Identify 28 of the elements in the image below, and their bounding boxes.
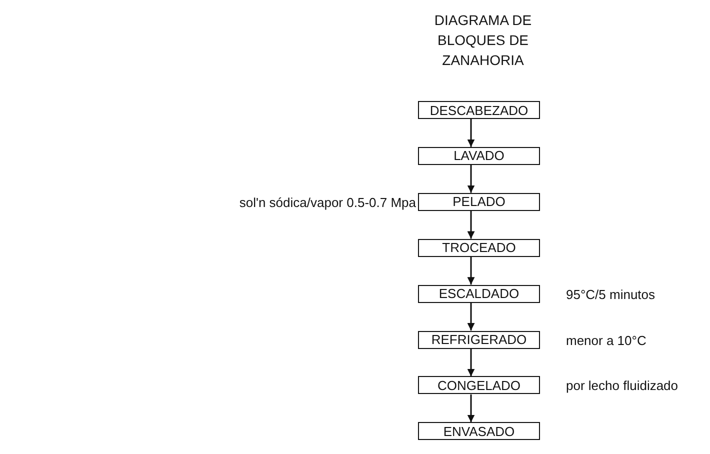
step-label: DESCABEZADO (430, 104, 528, 116)
step-label: REFRIGERADO (431, 333, 527, 346)
step-note: por lecho fluidizado (566, 379, 678, 392)
arrow (467, 348, 475, 376)
process-box (418, 284, 540, 303)
arrow (467, 302, 475, 330)
step-label: PELADO (452, 195, 506, 208)
process-box (418, 238, 540, 257)
arrow (467, 394, 475, 422)
step-label: LAVADO (454, 149, 504, 162)
arrow (467, 256, 475, 285)
step-note: 95°C/5 minutos (566, 288, 656, 301)
step-label: TROCEADO (442, 241, 516, 254)
process-box (418, 330, 540, 348)
arrow (467, 119, 475, 147)
arrow (467, 210, 475, 239)
process-box (418, 192, 540, 211)
process-box (418, 376, 540, 394)
process-box (418, 422, 540, 440)
step-label: ENVASADO (443, 424, 515, 438)
step-note: menor a 10°C (566, 334, 646, 346)
step-label: ESCALDADO (438, 287, 520, 300)
process-box (418, 101, 540, 119)
process-box (418, 146, 540, 165)
step-label: CONGELADO (437, 378, 521, 392)
step-note: sol'n sódica/vapor 0.5-0.7 Mpa (239, 196, 416, 209)
diagram-title: DIAGRAMA DE BLOQUES DE ZANAHORIA (433, 11, 533, 70)
arrow (467, 164, 475, 193)
